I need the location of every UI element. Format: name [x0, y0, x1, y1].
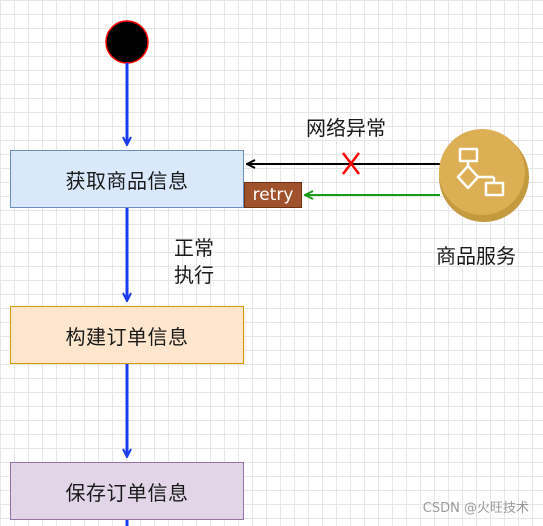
retry-badge[interactable]: retry — [244, 182, 302, 208]
flowchart-icon — [456, 147, 505, 197]
node-build-order-info-label: 构建订单信息 — [65, 324, 189, 349]
node-fetch-product-info[interactable]: 获取商品信息 — [10, 150, 244, 208]
x-mark-icon — [342, 152, 360, 175]
start-node-icon — [105, 20, 149, 64]
network-error-label: 网络异常 — [306, 116, 386, 140]
node-fetch-product-info-label: 获取商品信息 — [65, 168, 189, 193]
normal-execution-label-line2: 执行 — [174, 263, 214, 287]
product-service-label: 商品服务 — [436, 244, 516, 268]
watermark: CSDN @火旺技术 — [422, 501, 529, 516]
retry-label: retry — [252, 185, 294, 205]
product-service-icon — [439, 129, 529, 222]
normal-execution-label-line1: 正常 — [174, 236, 214, 260]
node-save-order-info-label: 保存订单信息 — [65, 480, 189, 505]
node-save-order-info[interactable]: 保存订单信息 — [10, 462, 244, 520]
node-build-order-info[interactable]: 构建订单信息 — [10, 306, 244, 364]
